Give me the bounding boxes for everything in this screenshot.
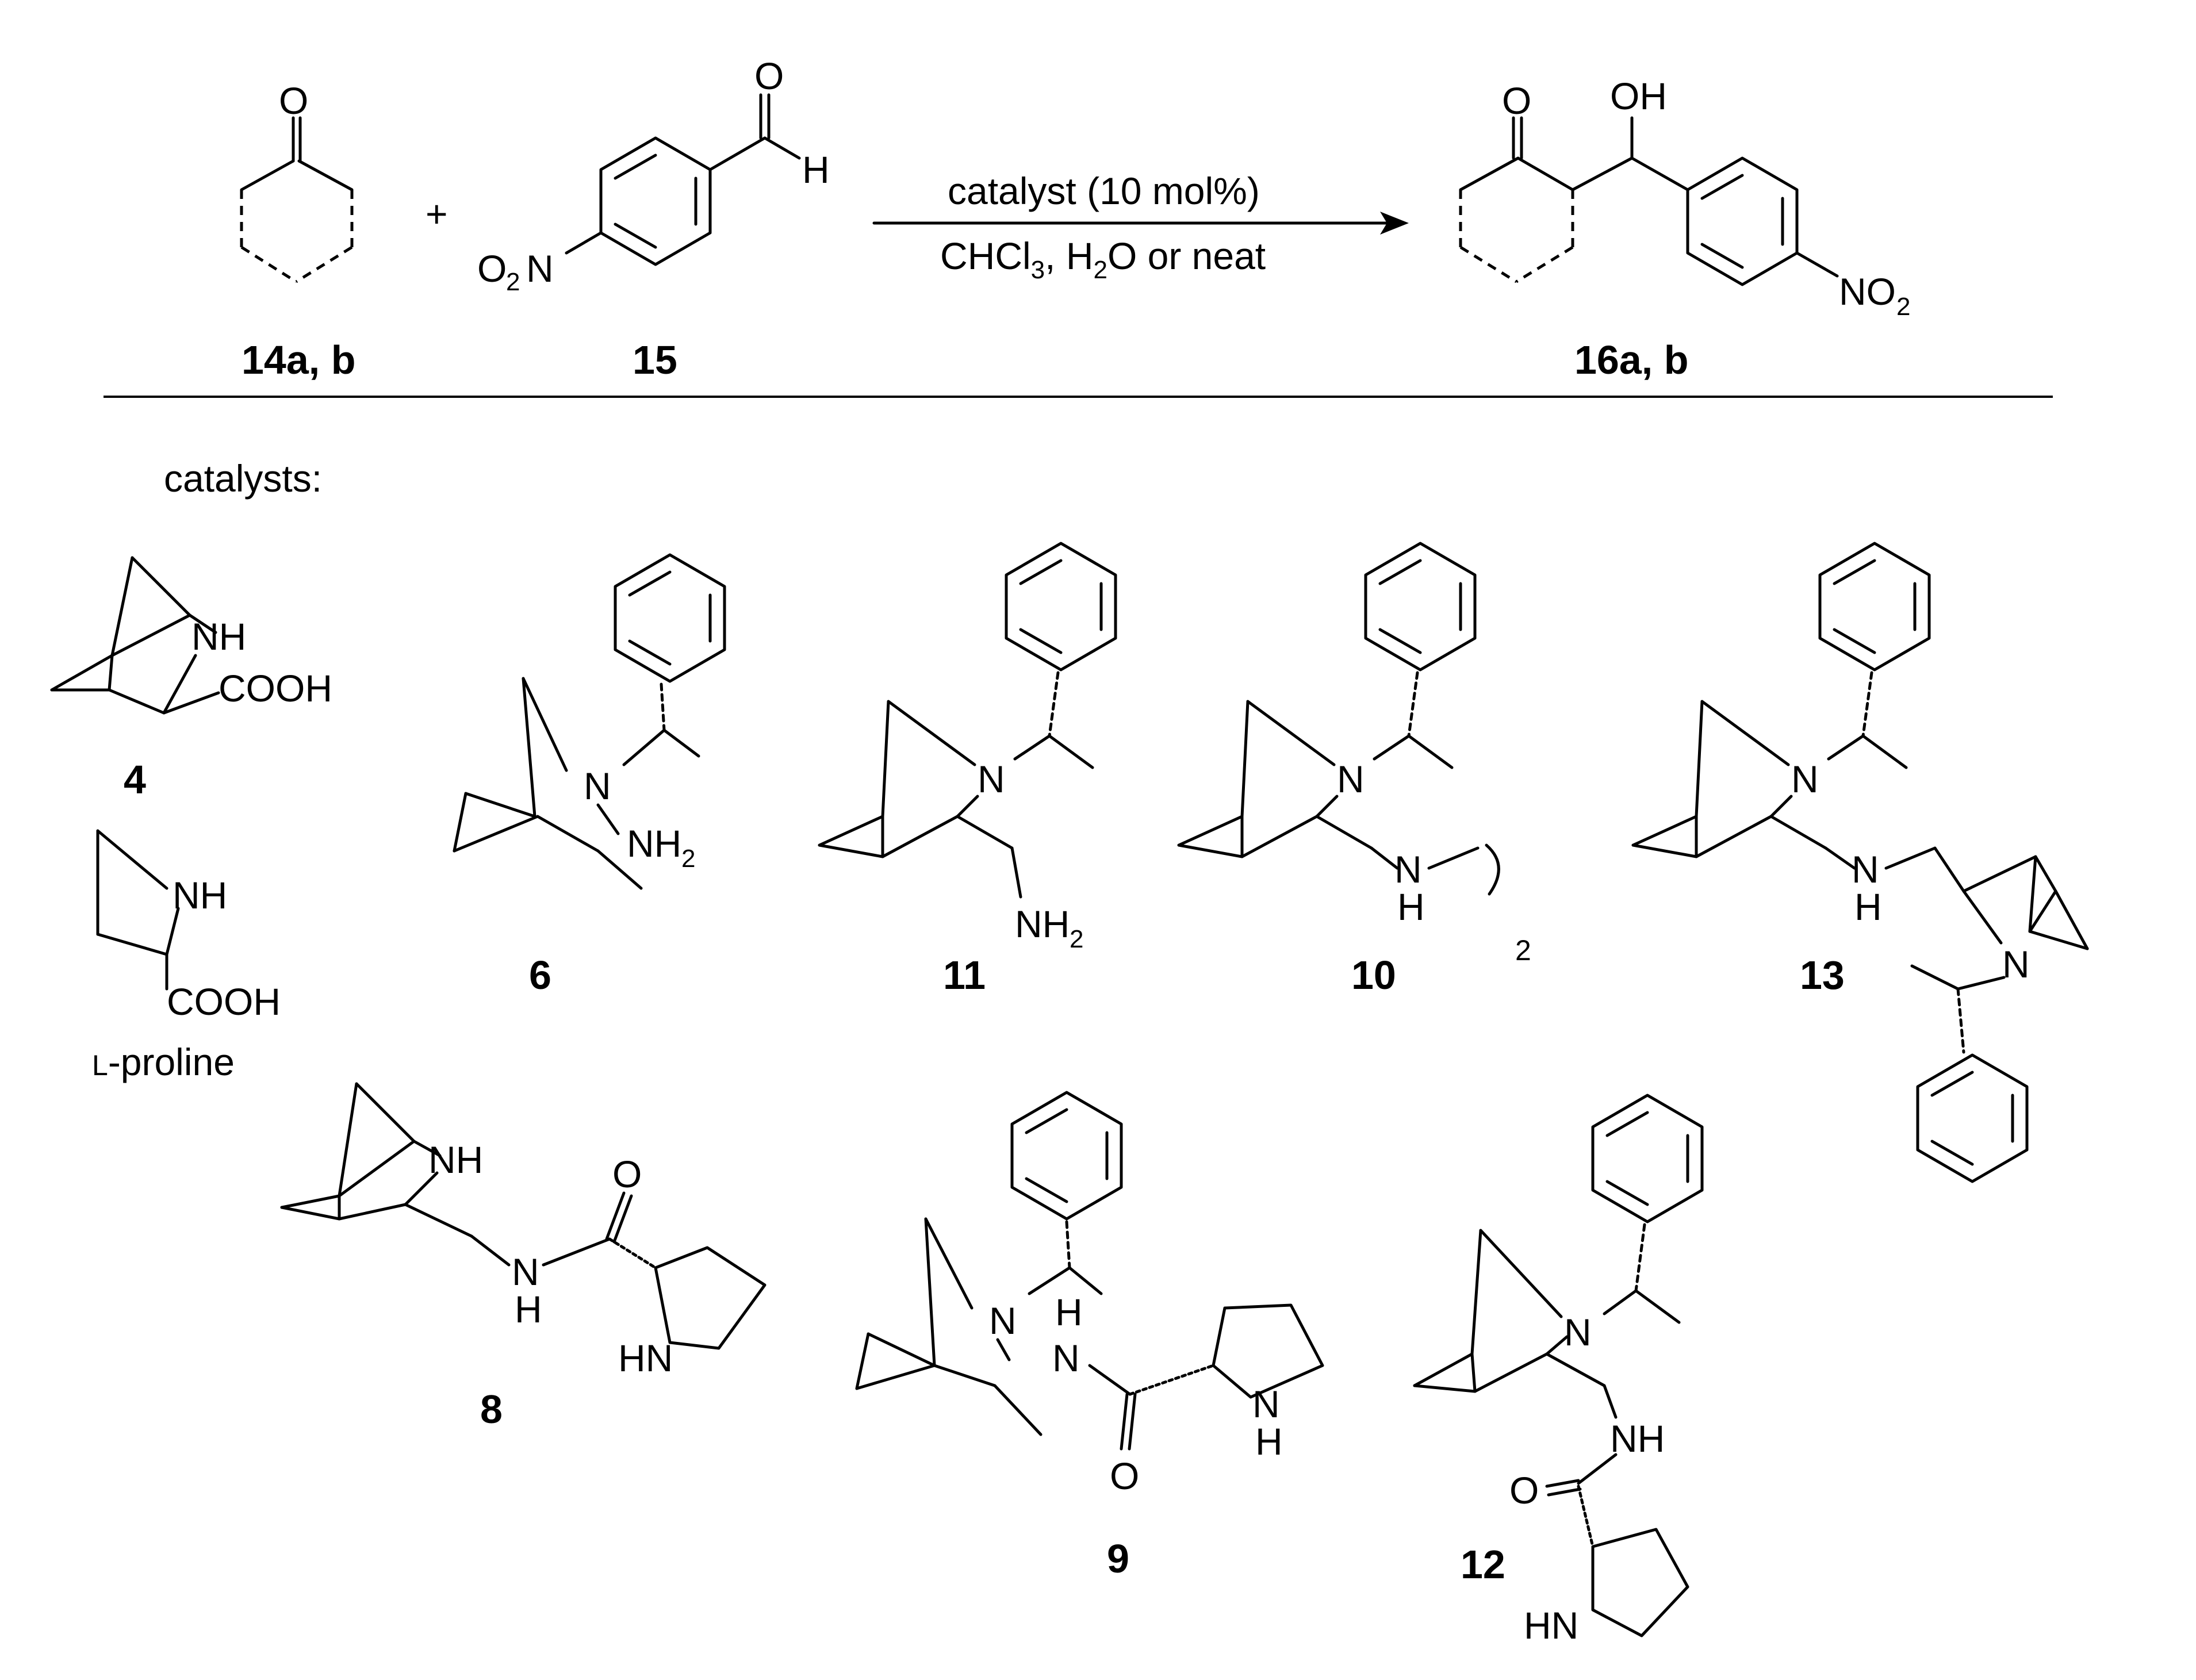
svg-text:NH: NH <box>627 822 681 865</box>
catalyst-9-structure: N H N O N H <box>855 1091 1324 1497</box>
label-11: 11 <box>943 953 986 998</box>
svg-text:HN: HN <box>1524 1604 1578 1647</box>
svg-text:H: H <box>515 1288 542 1330</box>
arrow-condition-solvent: CHCl3, H2O or neat <box>940 235 1266 284</box>
svg-text:H: H <box>1397 885 1425 928</box>
catalysts-title: catalysts: <box>164 457 322 500</box>
svg-text:N: N <box>1852 848 1879 891</box>
reaction-arrow <box>872 212 1409 235</box>
svg-text:O: O <box>754 55 784 97</box>
reactant-15-structure: O H O 2 N <box>477 55 830 296</box>
svg-text:N: N <box>1564 1311 1592 1353</box>
svg-text:N: N <box>1791 758 1819 800</box>
arrow-condition-catalyst: catalyst (10 mol%) <box>948 170 1260 212</box>
label-6: 6 <box>529 953 551 998</box>
svg-text:N: N <box>1337 758 1365 800</box>
label-4: 4 <box>124 757 146 802</box>
svg-text:HN: HN <box>618 1337 673 1379</box>
svg-text:NH: NH <box>173 874 227 916</box>
svg-text:OH: OH <box>1610 75 1667 117</box>
l-proline-structure: NH COOH <box>96 829 281 1023</box>
svg-text:H: H <box>1055 1291 1083 1333</box>
svg-text:2: 2 <box>1515 934 1531 966</box>
svg-text:H: H <box>802 148 830 191</box>
catalyst-10-structure: N N H 2 <box>1177 542 1531 966</box>
svg-text:O: O <box>477 247 507 290</box>
svg-text:N: N <box>989 1299 1017 1342</box>
svg-text:2: 2 <box>681 845 695 873</box>
svg-text:NH: NH <box>428 1138 483 1181</box>
catalyst-6-structure: N NH 2 <box>453 553 726 890</box>
label-l-proline: L-proline <box>92 1041 235 1083</box>
label-8: 8 <box>480 1387 503 1432</box>
label-14ab: 14a, b <box>242 337 355 382</box>
catalyst-4-structure: NH COOH <box>50 556 332 715</box>
svg-text:N: N <box>526 247 554 290</box>
svg-text:O: O <box>1110 1455 1139 1497</box>
catalyst-12-structure: N NH O HN <box>1413 1094 1704 1647</box>
svg-text:COOH: COOH <box>219 667 332 709</box>
label-10: 10 <box>1351 953 1396 998</box>
svg-text:O: O <box>1509 1469 1539 1512</box>
label-15: 15 <box>633 337 677 382</box>
label-16ab: 16a, b <box>1574 337 1688 382</box>
label-13: 13 <box>1800 953 1845 998</box>
svg-text:H: H <box>1854 885 1882 928</box>
reactant-14-structure: O <box>240 79 354 283</box>
svg-text:N: N <box>512 1251 539 1293</box>
label-9: 9 <box>1107 1536 1129 1581</box>
svg-text:NH: NH <box>191 615 246 658</box>
label-12: 12 <box>1461 1542 1505 1587</box>
plus-sign: + <box>426 193 448 235</box>
svg-text:2: 2 <box>506 268 520 296</box>
svg-text:NH: NH <box>1610 1417 1665 1460</box>
svg-text:O: O <box>279 79 308 122</box>
svg-text:H: H <box>1255 1420 1283 1463</box>
product-16-structure: O OH NO 2 <box>1459 75 1910 321</box>
svg-text:N: N <box>1252 1383 1280 1425</box>
svg-text:2: 2 <box>1896 293 1910 321</box>
svg-text:N: N <box>1052 1337 1080 1379</box>
catalyst-8-structure: NH N H O HN <box>280 1082 767 1379</box>
svg-text:O: O <box>612 1153 642 1195</box>
catalyst-13-structure: N N H N <box>1631 542 2089 1183</box>
svg-text:COOH: COOH <box>167 980 281 1023</box>
svg-text:N: N <box>978 758 1005 800</box>
svg-text:NH: NH <box>1015 903 1070 945</box>
svg-text:N: N <box>2002 943 2030 985</box>
svg-text:N: N <box>584 765 611 807</box>
svg-text:NO: NO <box>1839 270 1896 313</box>
svg-text:N: N <box>1394 848 1422 891</box>
catalyst-11-structure: N NH 2 <box>818 542 1117 953</box>
svg-text:O: O <box>1502 79 1531 122</box>
svg-text:2: 2 <box>1070 925 1083 953</box>
